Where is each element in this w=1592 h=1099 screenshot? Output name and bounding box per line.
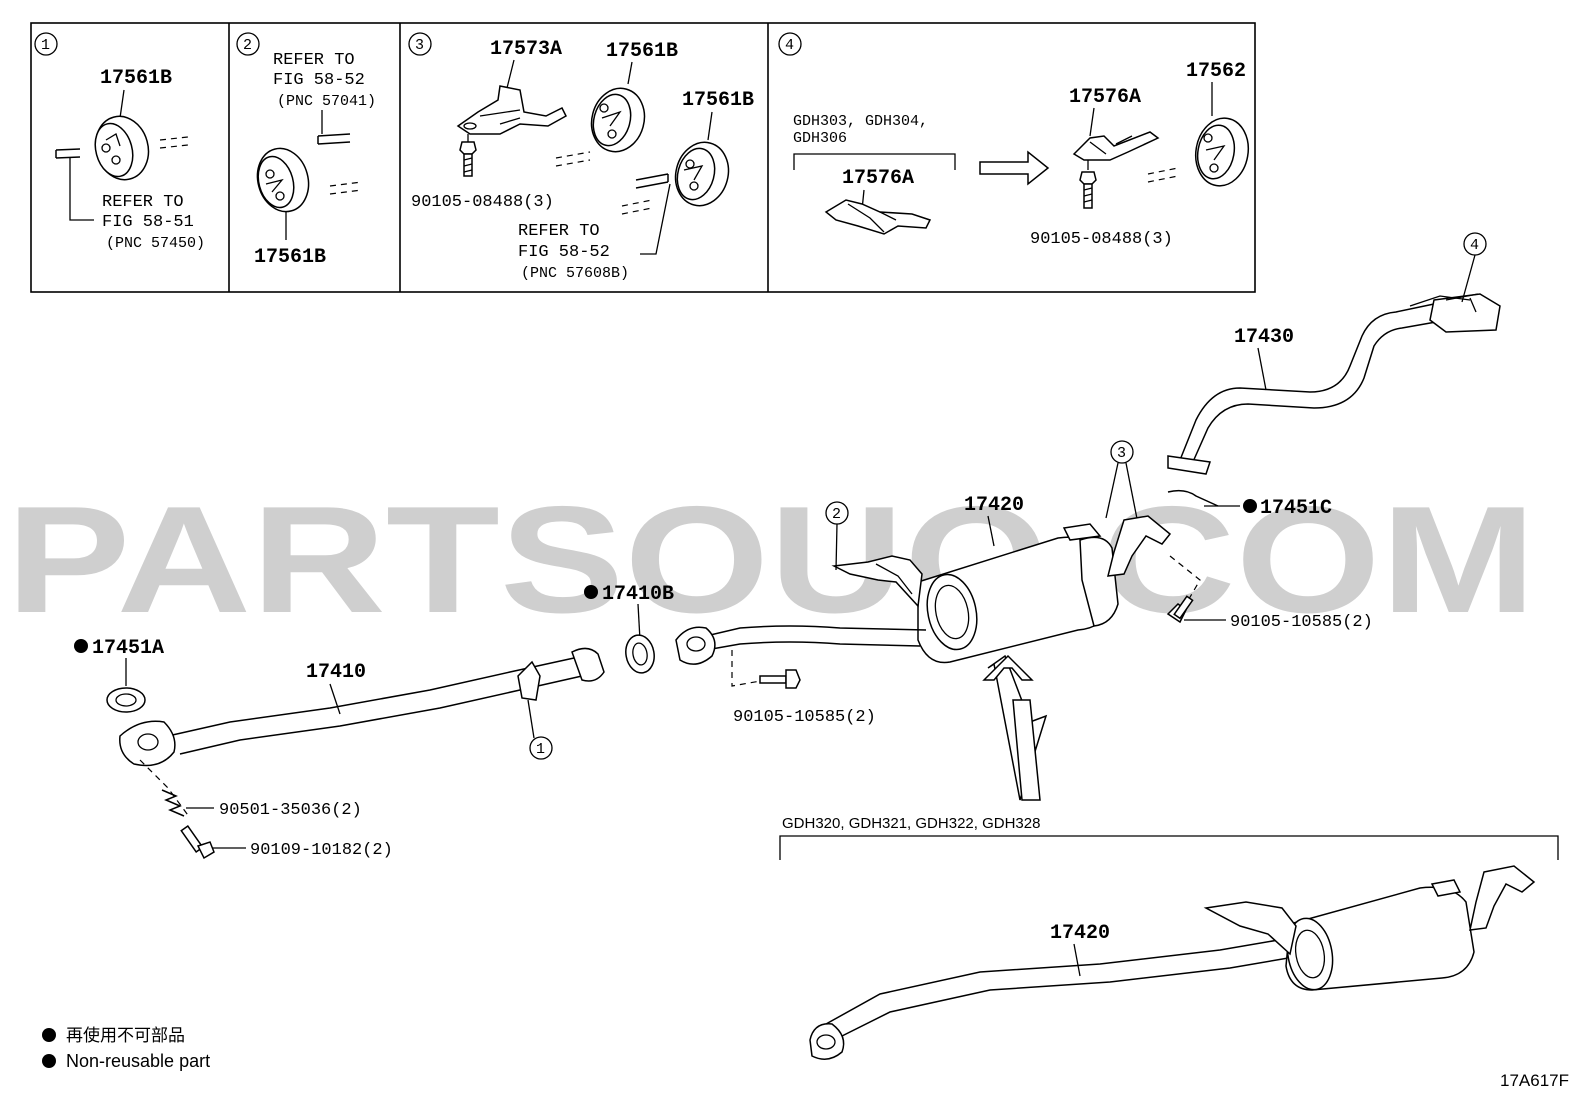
rubber-hanger-icon — [256, 147, 310, 213]
panel-1-refer-line2: FIG 58-51 — [102, 213, 194, 232]
panel-2-number: 2 — [243, 37, 252, 54]
part-17410B-label[interactable]: 17410B — [602, 583, 674, 606]
figure-code: 17A617F — [1500, 1071, 1569, 1090]
part-17430-label[interactable]: 17430 — [1234, 326, 1294, 349]
bolt-icon — [759, 669, 801, 689]
bolt-icon — [459, 141, 477, 177]
panel-4-models-line1: GDH303, GDH304, — [793, 113, 928, 130]
alt-models-label: GDH320, GDH321, GDH322, GDH328 — [782, 815, 1040, 832]
part-17410-label[interactable]: 17410 — [306, 661, 366, 684]
bolt-icon — [1166, 595, 1194, 624]
panel-1-number: 1 — [41, 37, 50, 54]
part-17576A-label[interactable]: 17576A — [842, 167, 914, 190]
part-17561B-label[interactable]: 17561B — [606, 40, 678, 63]
tail-pipe-17430 — [1167, 293, 1501, 475]
part-17451C-label[interactable]: 17451C — [1260, 497, 1332, 520]
panel-3-refer-pnc: (PNC 57608B) — [521, 265, 629, 282]
bolt-90109-10182-label[interactable]: 90109-10182(2) — [250, 841, 393, 860]
panel-3-refer-line1: REFER TO — [518, 222, 600, 241]
part-17420-alt-label[interactable]: 17420 — [1050, 922, 1110, 945]
detail-panel-3: 3 17573A 90105-08488(3) 17561B 17561B — [408, 32, 754, 282]
detail-panel-2: 2 REFER TO FIG 58-52 (PNC 57041) 17561B — [236, 32, 376, 269]
legend-en: Non-reusable part — [66, 1051, 210, 1071]
bolt-90105-08488-label[interactable]: 90105-08488(3) — [1030, 230, 1173, 249]
non-reusable-marker-icon — [1243, 499, 1257, 513]
bolt-90105-10585-label[interactable]: 90105-10585(2) — [1230, 613, 1373, 632]
gasket-17410B — [625, 634, 655, 674]
panel-2-refer-line1: REFER TO — [273, 51, 355, 70]
alt-muffler-17420 — [809, 865, 1536, 1060]
bolt-icon — [180, 825, 215, 860]
non-reusable-marker-icon — [584, 585, 598, 599]
callout-3: 3 — [1117, 445, 1126, 462]
main-muffler-17420 — [831, 515, 1172, 664]
part-17561B-label[interactable]: 17561B — [254, 246, 326, 269]
bolt-90105-10585-label[interactable]: 90105-10585(2) — [733, 708, 876, 727]
gasket-17451C — [1167, 489, 1219, 507]
non-reusable-marker-icon — [74, 639, 88, 653]
arrow-shaft — [1012, 699, 1041, 801]
non-reusable-marker-icon — [42, 1028, 56, 1042]
panel-4-models-line2: GDH306 — [793, 130, 847, 147]
callout-2: 2 — [832, 506, 841, 523]
part-17573A-label[interactable]: 17573A — [490, 38, 562, 61]
arrow-head — [982, 654, 1034, 681]
callout-1: 1 — [536, 741, 545, 758]
part-17561B-label[interactable]: 17561B — [682, 89, 754, 112]
rubber-hanger-icon — [674, 141, 730, 207]
panel-3-number: 3 — [415, 37, 424, 54]
center-pipe — [675, 625, 927, 665]
bracket-icon — [824, 199, 932, 235]
watermark: PARTSOUQ.COM — [6, 475, 1536, 645]
panel-1-refer-line1: REFER TO — [102, 193, 184, 212]
bracket-icon — [1072, 131, 1160, 161]
legend-jp: 再使用不可部品 — [66, 1025, 185, 1045]
panel-2-refer-line2: FIG 58-52 — [273, 71, 365, 90]
rubber-hanger-icon — [1194, 117, 1250, 187]
rubber-hanger-icon — [94, 115, 150, 181]
detail-panel-4: 4 GDH303, GDH304, GDH306 17576A 17576A 9… — [778, 32, 1250, 249]
detail-panels — [30, 22, 1256, 293]
rubber-hanger-icon — [590, 87, 646, 153]
bolt-90105-08488-label[interactable]: 90105-08488(3) — [411, 193, 554, 212]
part-17451A-label[interactable]: 17451A — [92, 637, 164, 660]
bolt-icon — [1079, 171, 1097, 209]
part-17561B-label[interactable]: 17561B — [100, 67, 172, 90]
panel-3-refer-line2: FIG 58-52 — [518, 243, 610, 262]
part-17576A-label[interactable]: 17576A — [1069, 86, 1141, 109]
detail-panel-1: 1 17561B REFER TO FIG 58-51 (PNC 57450) — [34, 32, 205, 252]
non-reusable-marker-icon — [42, 1054, 56, 1068]
front-pipe-17410 — [119, 647, 605, 767]
panel-2-refer-pnc: (PNC 57041) — [277, 93, 376, 110]
panel-4-number: 4 — [785, 37, 794, 54]
gasket-17451A — [106, 687, 146, 713]
part-17420-label[interactable]: 17420 — [964, 494, 1024, 517]
part-17562-label[interactable]: 17562 — [1186, 60, 1246, 83]
callout-4: 4 — [1470, 237, 1479, 254]
arrow-right-icon — [979, 150, 1050, 186]
panel-1-refer-pnc: (PNC 57450) — [106, 235, 205, 252]
spring-90501-35036-label[interactable]: 90501-35036(2) — [219, 801, 362, 820]
bracket-icon — [456, 85, 567, 135]
spring-icon — [161, 789, 185, 817]
